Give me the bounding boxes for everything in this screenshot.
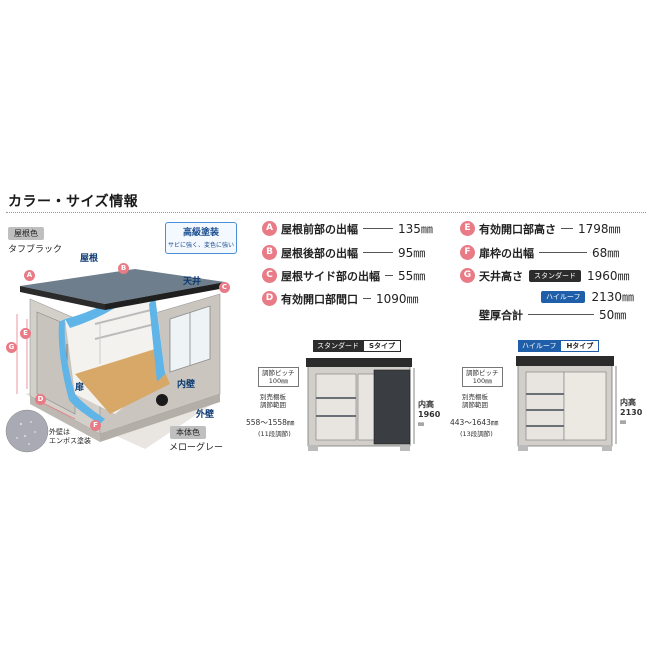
spec-letter: C <box>262 268 277 283</box>
pin-f: F <box>90 420 101 431</box>
spec-g: G 天井高さ スタンダード 1960㎜ <box>460 267 630 284</box>
spec-label: 扉枠の出幅 <box>479 246 534 260</box>
shelf-label: 別売棚板 <box>260 393 286 401</box>
inner-wall-label: 内壁 <box>177 380 196 390</box>
spec-b: B 屋根後部の出幅 95㎜ <box>262 244 425 261</box>
spec-dash <box>528 314 594 315</box>
pin-b: B <box>118 263 129 274</box>
spec-value: 95㎜ <box>398 246 426 260</box>
inner-height-value: 2130 <box>620 408 643 417</box>
highroof-shed-diagram <box>516 356 617 451</box>
body-color-tag: 本体色 <box>170 426 206 439</box>
emboss-note-line-2: エンボス塗装 <box>49 437 91 445</box>
standard-type-label: スタンダード <box>317 342 359 350</box>
outer-wall-label: 外壁 <box>196 410 215 420</box>
spec-dash <box>539 252 587 253</box>
spec-e: E 有効開口部高さ 1798㎜ <box>460 220 621 237</box>
standard-type-code: Sタイプ <box>364 341 401 351</box>
standard-range: 558～1558㎜ <box>246 418 295 427</box>
body-color-name: メローグレー <box>169 443 224 453</box>
highroof-inner-height: 内高 2130 ㎜ <box>620 398 642 428</box>
shelf-label: 別売棚板 <box>462 393 488 401</box>
highroof-pitch: 調節ピッチ 100㎜ <box>462 367 503 387</box>
standard-tag: スタンダード <box>529 269 581 282</box>
pin-a: A <box>24 270 35 281</box>
pitch-value: 100㎜ <box>472 377 492 385</box>
highroof-steps: (13段調節) <box>460 430 493 438</box>
spec-label: 屋根後部の出幅 <box>281 246 358 260</box>
emboss-note-line-1: 外壁は <box>49 428 70 436</box>
spec-a: A 屋根前部の出幅 135㎜ <box>262 220 433 237</box>
spec-dash <box>363 298 371 299</box>
spec-label: 天井高さ <box>479 269 523 283</box>
coating-subtitle: サビに強く、変色に強い <box>167 242 234 249</box>
spec-letter: F <box>460 245 475 260</box>
coating-title: 高級塗装 <box>182 228 219 238</box>
standard-steps: (11段調節) <box>258 430 291 438</box>
spec-value: 1960㎜ <box>587 269 630 283</box>
pin-d: D <box>35 394 46 405</box>
highroof-tag: ハイルーフ <box>541 290 586 303</box>
spec-dash <box>363 252 393 253</box>
spec-value: 1090㎜ <box>376 292 419 306</box>
inner-height-unit: ㎜ <box>418 421 425 428</box>
standard-type-header: スタンダード Sタイプ <box>313 340 402 352</box>
pin-e: E <box>20 328 31 339</box>
spec-label: 有効開口部高さ <box>479 222 556 236</box>
spec-dash <box>385 275 393 276</box>
spec-letter: D <box>262 291 277 306</box>
emboss-note: 外壁は エンボス塗装 <box>49 428 91 446</box>
spec-value: 1798㎜ <box>578 222 621 236</box>
pitch-label: 調節ピッチ <box>466 369 499 377</box>
section-title: カラー・サイズ情報 <box>8 194 139 210</box>
pin-g: G <box>6 342 17 353</box>
spec-c: C 屋根サイド部の出幅 55㎜ <box>262 267 425 284</box>
pitch-label: 調節ピッチ <box>262 369 295 377</box>
standard-inner-height: 内高 1960 ㎜ <box>418 400 440 430</box>
highroof-type-code: Hタイプ <box>561 341 599 351</box>
inner-height-label: 内高 <box>418 400 434 409</box>
spec-dash <box>363 228 393 229</box>
standard-shelf-note: 別売棚板 調節範囲 <box>260 393 286 409</box>
highroof-type-header: ハイルーフ Hタイプ <box>518 340 600 352</box>
spec-wall-thickness: 壁厚合計 50㎜ <box>479 306 626 323</box>
inner-height-label: 内高 <box>620 398 636 407</box>
spec-g-highroof: ハイルーフ 2130㎜ <box>535 288 634 305</box>
standard-pitch: 調節ピッチ 100㎜ <box>258 367 299 387</box>
spec-d: D 有効開口部間口 1090㎜ <box>262 290 419 307</box>
roof-color-tag: 屋根色 <box>8 227 44 240</box>
standard-shed-diagram <box>306 358 415 451</box>
shelf-range-label: 調節範囲 <box>260 401 286 409</box>
spec-value: 55㎜ <box>398 269 426 283</box>
highroof-range: 443～1643㎜ <box>450 418 499 427</box>
spec-f: F 扉枠の出幅 68㎜ <box>460 244 619 261</box>
spec-value: 68㎜ <box>592 246 620 260</box>
spec-label: 有効開口部間口 <box>281 292 358 306</box>
highroof-shelf-note: 別売棚板 調節範囲 <box>462 393 488 409</box>
spec-letter: E <box>460 221 475 236</box>
coating-badge: 高級塗装 サビに強く、変色に強い <box>165 222 237 254</box>
spec-letter: B <box>262 245 277 260</box>
pin-c: C <box>219 282 230 293</box>
door-label: 扉 <box>75 383 85 393</box>
spec-label: 屋根サイド部の出幅 <box>281 269 380 283</box>
spec-value: 50㎜ <box>599 308 627 322</box>
spec-letter: G <box>460 268 475 283</box>
inner-height-unit: ㎜ <box>620 419 627 426</box>
spec-value: 135㎜ <box>398 222 433 236</box>
pitch-value: 100㎜ <box>268 377 288 385</box>
spec-letter: A <box>262 221 277 236</box>
shelf-range-label: 調節範囲 <box>462 401 488 409</box>
spec-label: 屋根前部の出幅 <box>281 222 358 236</box>
roof-color-name: タフブラック <box>8 245 63 255</box>
shed-illustration: 屋根色 タフブラック 屋根 天井 扉 内壁 外壁 A B C D E F G 高… <box>5 222 237 454</box>
roof-label: 屋根 <box>80 254 99 264</box>
spec-label: 壁厚合計 <box>479 308 523 322</box>
highroof-type-label: ハイルーフ <box>522 342 557 350</box>
spec-dash <box>561 228 573 229</box>
ceiling-label: 天井 <box>183 277 202 287</box>
inner-height-value: 1960 <box>418 410 441 419</box>
title-divider <box>6 212 646 213</box>
spec-value: 2130㎜ <box>591 290 634 304</box>
